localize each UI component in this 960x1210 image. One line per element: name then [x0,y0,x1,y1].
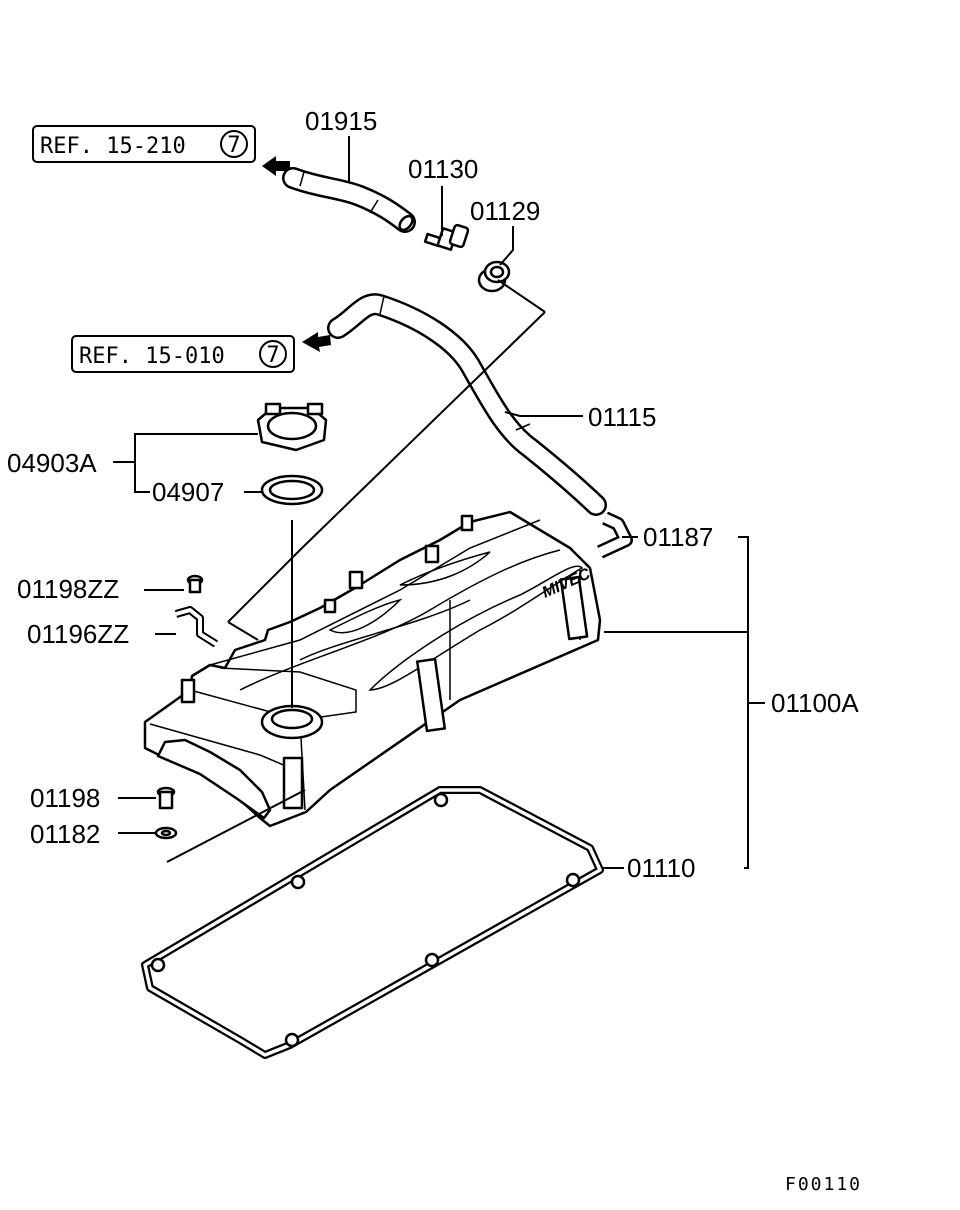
elbow-01187-drawing [597,511,633,559]
label-01187: 01187 [643,522,713,552]
washer-01182-drawing [154,826,178,840]
arrow-icon [302,332,331,352]
ref-circle-number: 7 [227,133,240,158]
ref-circle-number: 7 [266,343,279,368]
label-01115: 01115 [588,402,656,432]
label-01130: 01130 [408,154,478,184]
label-04903A: 04903A [7,448,97,478]
ref-box-15-210-text: REF. 15-210 [40,134,186,159]
bracket-01196ZZ-drawing [174,606,219,648]
label-01915: 01915 [305,106,377,136]
hose-01115-drawing [327,293,607,516]
rocker-cover-01100A-drawing: MIVEC [143,510,602,828]
label-01198ZZ: 01198ZZ [17,574,119,604]
label-01110: 01110 [627,853,695,883]
gasket-01110-drawing [141,786,604,1059]
pcv-valve-01130-drawing [423,223,470,251]
hose-01915-drawing [282,167,416,233]
grommet-01129-drawing [477,260,511,293]
figure-code: F00110 [785,1174,862,1195]
label-01198: 01198 [30,783,100,813]
leader-lines [113,136,765,869]
ref-box-15-210[interactable]: REF. 15-210 7 [32,125,256,163]
bolt-01198ZZ-drawing [186,574,204,594]
ref-box-15-010-text: REF. 15-010 [79,344,225,369]
label-01100A: 01100A [771,688,859,718]
arrow-icon [262,156,290,176]
oil-cap-04903A-drawing [256,402,328,452]
bolt-01198-drawing [156,786,176,810]
label-01196ZZ: 01196ZZ [27,619,129,649]
label-04907: 04907 [152,477,224,507]
ref-box-15-010[interactable]: REF. 15-010 7 [71,335,295,373]
label-01182: 01182 [30,819,100,849]
label-01129: 01129 [470,196,540,226]
o-ring-04907-drawing [260,474,324,506]
